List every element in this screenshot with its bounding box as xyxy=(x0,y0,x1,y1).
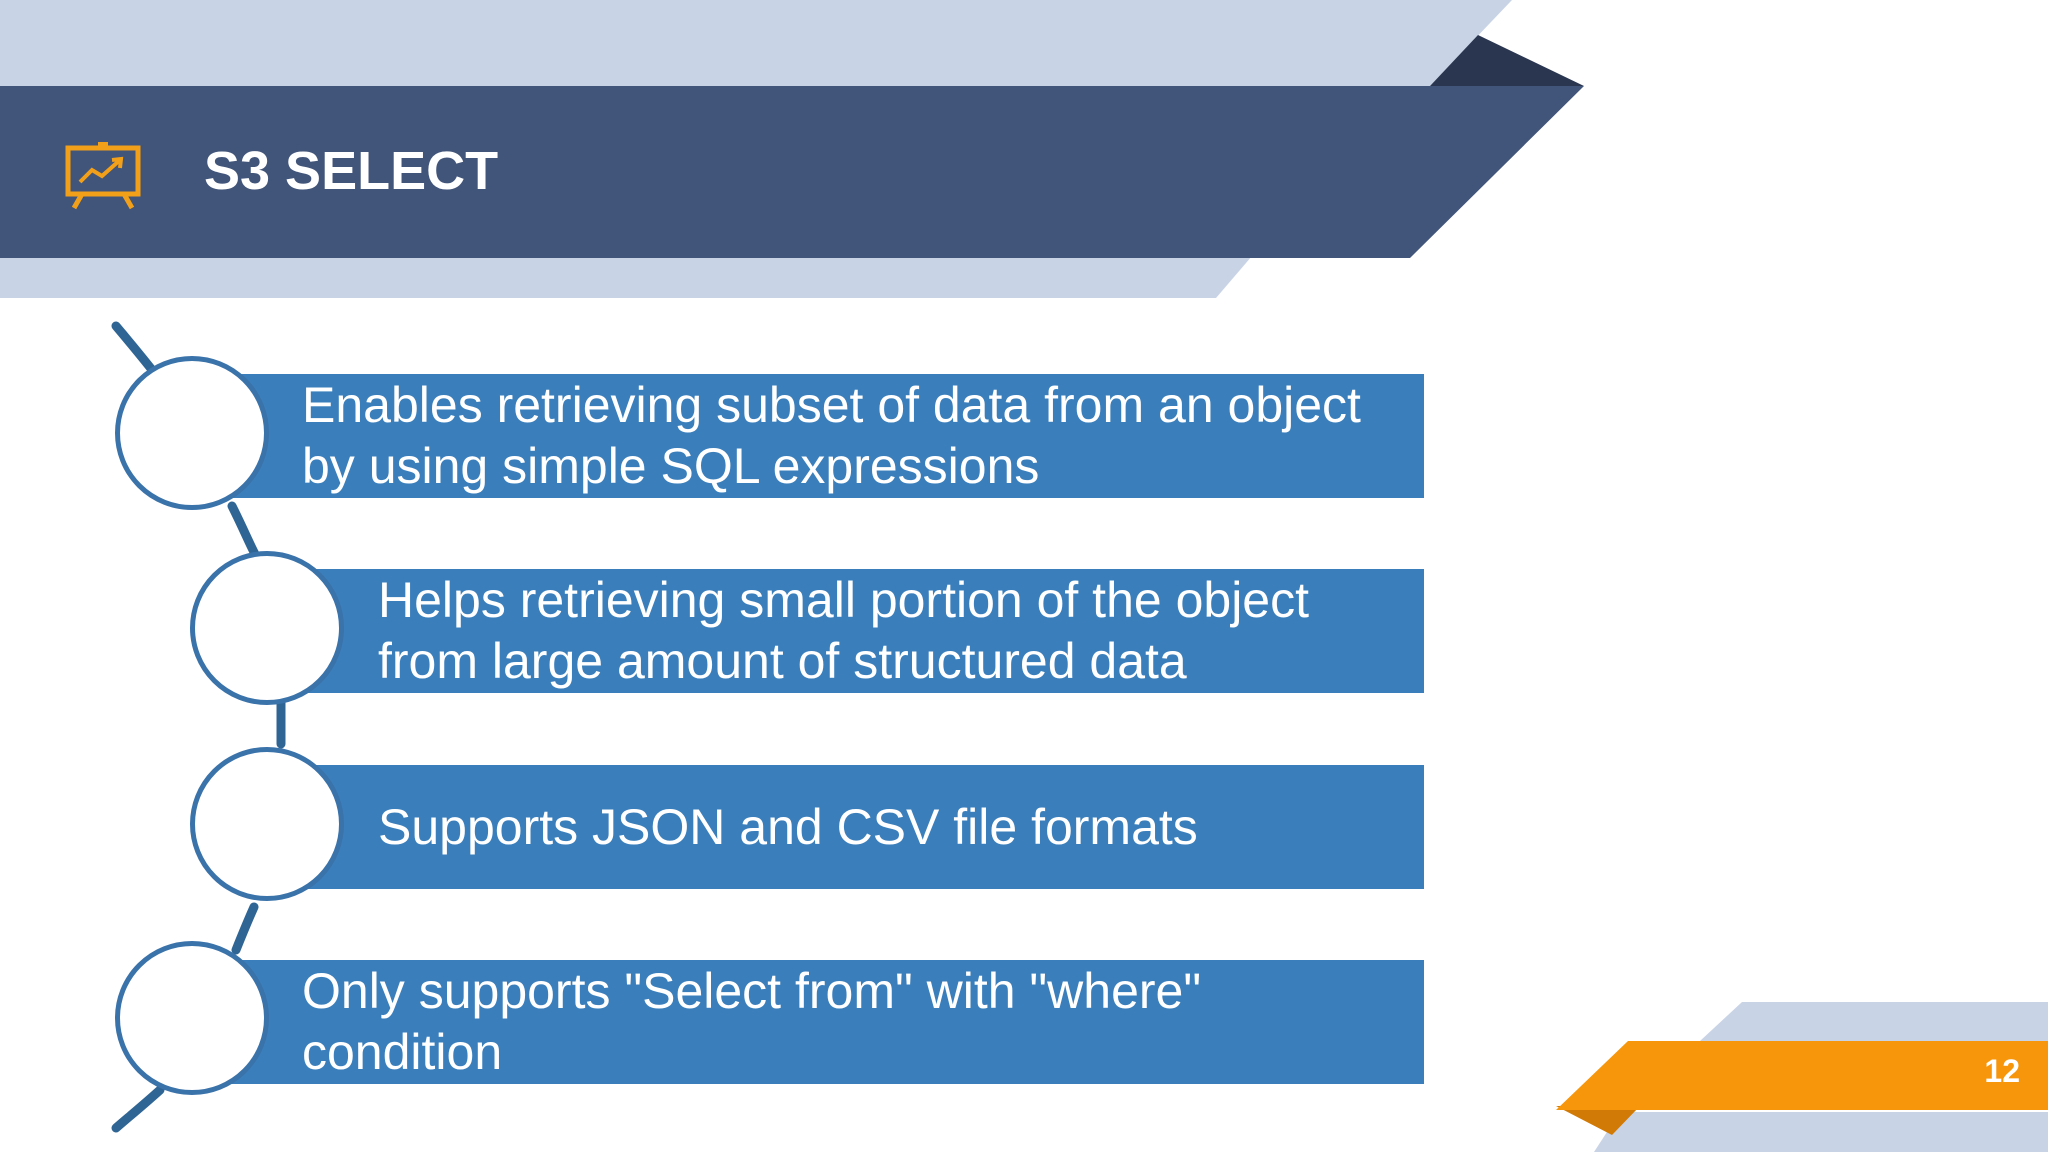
list-item-1: Enables retrieving subset of data from a… xyxy=(196,374,1424,498)
page-number: 12 xyxy=(1984,1053,2020,1089)
list-item-line: condition xyxy=(302,1024,503,1080)
list-item-text: Enables retrieving subset of data from a… xyxy=(302,375,1361,497)
top-light-band xyxy=(0,0,1512,86)
footer-light-band-top xyxy=(1700,1002,2048,1041)
page-title: S3 SELECT xyxy=(204,141,499,201)
footer-light-band-bottom xyxy=(1594,1112,2048,1152)
header-under-band xyxy=(0,256,1252,298)
list-item-3: Supports JSON and CSV file formats xyxy=(268,765,1424,889)
list-item-4: Only supports "Select from" with "where"… xyxy=(196,960,1424,1084)
list-item-2: Helps retrieving small portion of the ob… xyxy=(268,569,1424,693)
bullet-circle xyxy=(190,747,344,901)
presentation-chart-icon xyxy=(64,140,144,215)
bullet-circle xyxy=(115,941,269,1095)
list-item-text: Supports JSON and CSV file formats xyxy=(378,797,1198,858)
list-item-text: Helps retrieving small portion of the ob… xyxy=(378,570,1309,692)
list-item-line: Helps retrieving small portion of the ob… xyxy=(378,572,1310,628)
list-item-line: Enables retrieving subset of data from a… xyxy=(302,377,1361,433)
list-item-line: by using simple SQL expressions xyxy=(302,438,1040,494)
list-item-line: from large amount of structured data xyxy=(378,633,1187,689)
header-band xyxy=(0,86,1584,258)
list-item-line: Supports JSON and CSV file formats xyxy=(378,798,1198,855)
list-item-line: Only supports "Select from" with "where" xyxy=(302,963,1202,1019)
header-dark-triangle xyxy=(1430,35,1584,86)
footer-orange-band xyxy=(1556,1041,2048,1110)
bullet-circle xyxy=(190,551,344,705)
bullet-circle xyxy=(115,356,269,510)
footer-orange-shadow xyxy=(1556,1106,1640,1135)
list-item-text: Only supports "Select from" with "where"… xyxy=(302,961,1201,1083)
